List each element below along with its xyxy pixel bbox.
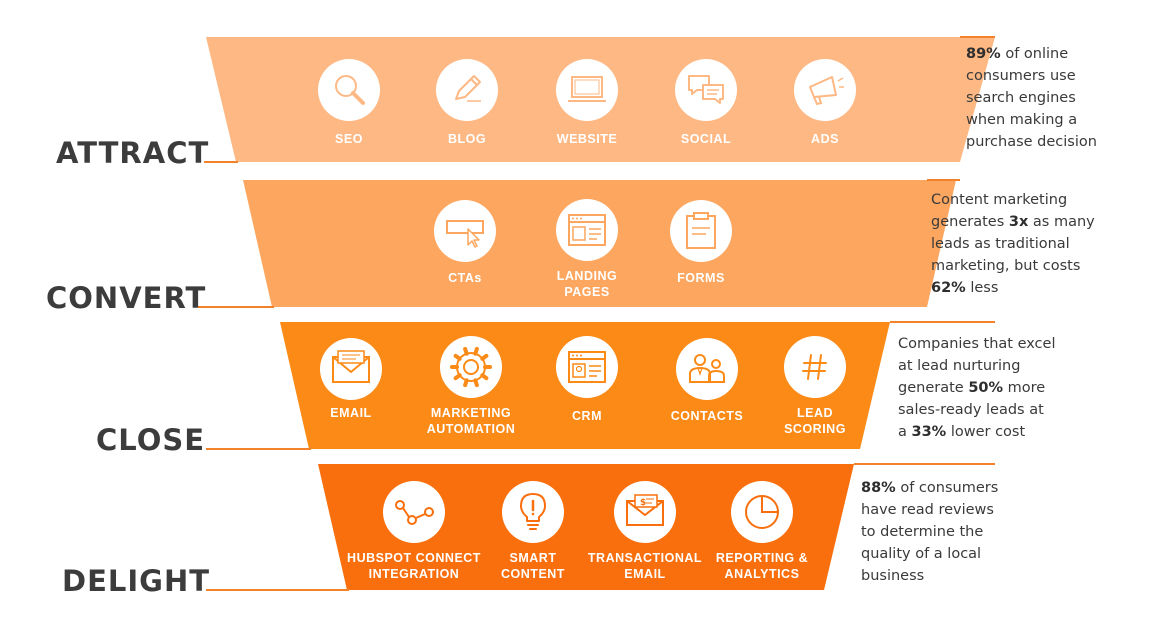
stat-highlight: 62% bbox=[931, 280, 966, 296]
stat-convert: Content marketing generates 3x as many lea… bbox=[931, 189, 1121, 299]
stat-line: Companies that excel bbox=[898, 333, 1088, 355]
stat-text: marketing, but costs bbox=[931, 258, 1081, 274]
stat-highlight: 89% bbox=[966, 46, 1001, 62]
stage-label-delight: DELIGHT bbox=[62, 564, 211, 598]
stat-text: more bbox=[1003, 380, 1046, 396]
stat-line: 62% less bbox=[931, 277, 1121, 299]
browser-window-icon bbox=[556, 199, 618, 261]
stage-label-convert: CONVERT bbox=[46, 281, 207, 315]
stat-line: generate 50% more bbox=[898, 377, 1088, 399]
icon-label-pie-chart: REPORTING &ANALYTICS bbox=[715, 551, 809, 581]
stat-text: when making a bbox=[966, 112, 1078, 128]
chat-bubbles-icon bbox=[675, 59, 737, 121]
stat-line: 89% of online bbox=[966, 43, 1156, 65]
stat-highlight: 50% bbox=[968, 380, 1004, 396]
monitor-icon bbox=[556, 59, 618, 121]
stat-line: leads as traditional bbox=[931, 233, 1121, 255]
stat-text: a bbox=[898, 424, 912, 440]
stat-text: Companies that excel bbox=[898, 336, 1056, 352]
icon-label-people: CONTACTS bbox=[670, 409, 744, 423]
magnifier-icon bbox=[318, 59, 380, 121]
stat-text: to determine the bbox=[861, 524, 984, 540]
stat-line: Content marketing bbox=[931, 189, 1121, 211]
stat-text: less bbox=[965, 280, 999, 296]
svg-text:$: $ bbox=[640, 498, 646, 508]
stat-line: sales-ready leads at bbox=[898, 399, 1088, 421]
stat-text: search engines bbox=[966, 90, 1076, 106]
stat-text: of online bbox=[1000, 46, 1069, 62]
stat-attract: 89% of online consumers use search engines… bbox=[966, 43, 1156, 153]
stage-label-close: CLOSE bbox=[96, 423, 206, 457]
stat-line: quality of a local bbox=[861, 543, 1051, 565]
icon-label-pencil: BLOG bbox=[447, 132, 487, 146]
stat-line: 88% of consumers bbox=[861, 477, 1051, 499]
connect-nodes-icon bbox=[383, 481, 445, 543]
stat-line: when making a bbox=[966, 109, 1156, 131]
people-icon bbox=[676, 338, 738, 400]
funnel-band-delight bbox=[318, 464, 854, 590]
stat-text: business bbox=[861, 568, 925, 584]
stat-line: generates 3x as many bbox=[931, 211, 1121, 233]
stat-text: have read reviews bbox=[861, 502, 994, 518]
cursor-click-icon bbox=[434, 200, 496, 262]
stat-highlight: 33% bbox=[911, 424, 947, 440]
stat-line: business bbox=[861, 565, 1051, 587]
stat-line: search engines bbox=[966, 87, 1156, 109]
stage-label-attract: ATTRACT bbox=[56, 136, 210, 170]
stat-text: generates bbox=[931, 214, 1009, 230]
stat-line: at lead nurturing bbox=[898, 355, 1088, 377]
stat-line: consumers use bbox=[966, 65, 1156, 87]
stat-close: Companies that excel at lead nurturing gen… bbox=[898, 333, 1088, 443]
icon-label-crm-window: CRM bbox=[572, 409, 602, 423]
stat-text: consumers use bbox=[966, 68, 1076, 84]
stat-highlight: 3x bbox=[1008, 214, 1029, 230]
dollar-envelope-icon: $ bbox=[614, 481, 676, 543]
megaphone-icon bbox=[794, 59, 856, 121]
stat-line: to determine the bbox=[861, 521, 1051, 543]
stat-text: Content marketing bbox=[931, 192, 1068, 208]
icon-label-chat-bubbles: SOCIAL bbox=[680, 132, 732, 146]
gear-icon bbox=[440, 336, 502, 398]
crm-window-icon bbox=[556, 336, 618, 398]
stat-line: purchase decision bbox=[966, 131, 1156, 153]
stat-text: quality of a local bbox=[861, 546, 982, 562]
pencil-icon bbox=[436, 59, 498, 121]
stat-text: purchase decision bbox=[966, 134, 1097, 150]
icon-label-envelope: EMAIL bbox=[330, 406, 372, 420]
stat-line: marketing, but costs bbox=[931, 255, 1121, 277]
stat-line: a 33% lower cost bbox=[898, 421, 1088, 443]
icon-label-cursor-click: CTAs bbox=[448, 271, 482, 285]
stat-text: of consumers bbox=[895, 480, 999, 496]
stat-delight: 88% of consumers have read reviews to dete… bbox=[861, 477, 1051, 587]
envelope-icon bbox=[320, 338, 382, 400]
stat-text: lower cost bbox=[946, 424, 1026, 440]
stat-highlight: 88% bbox=[861, 480, 896, 496]
lightbulb-icon bbox=[502, 481, 564, 543]
stat-text: leads as traditional bbox=[931, 236, 1070, 252]
stat-line: have read reviews bbox=[861, 499, 1051, 521]
stat-text: at lead nurturing bbox=[898, 358, 1021, 374]
stat-text: as many bbox=[1028, 214, 1095, 230]
icon-label-megaphone: ADS bbox=[811, 132, 839, 146]
stat-text: sales-ready leads at bbox=[898, 402, 1044, 418]
icon-label-clipboard: FORMS bbox=[677, 271, 725, 285]
stat-text: generate bbox=[898, 380, 969, 396]
pie-chart-icon bbox=[731, 481, 793, 543]
clipboard-icon bbox=[670, 200, 732, 262]
icon-label-monitor: WEBSITE bbox=[556, 132, 618, 146]
icon-label-magnifier: SEO bbox=[335, 132, 363, 146]
hashtag-icon bbox=[784, 336, 846, 398]
